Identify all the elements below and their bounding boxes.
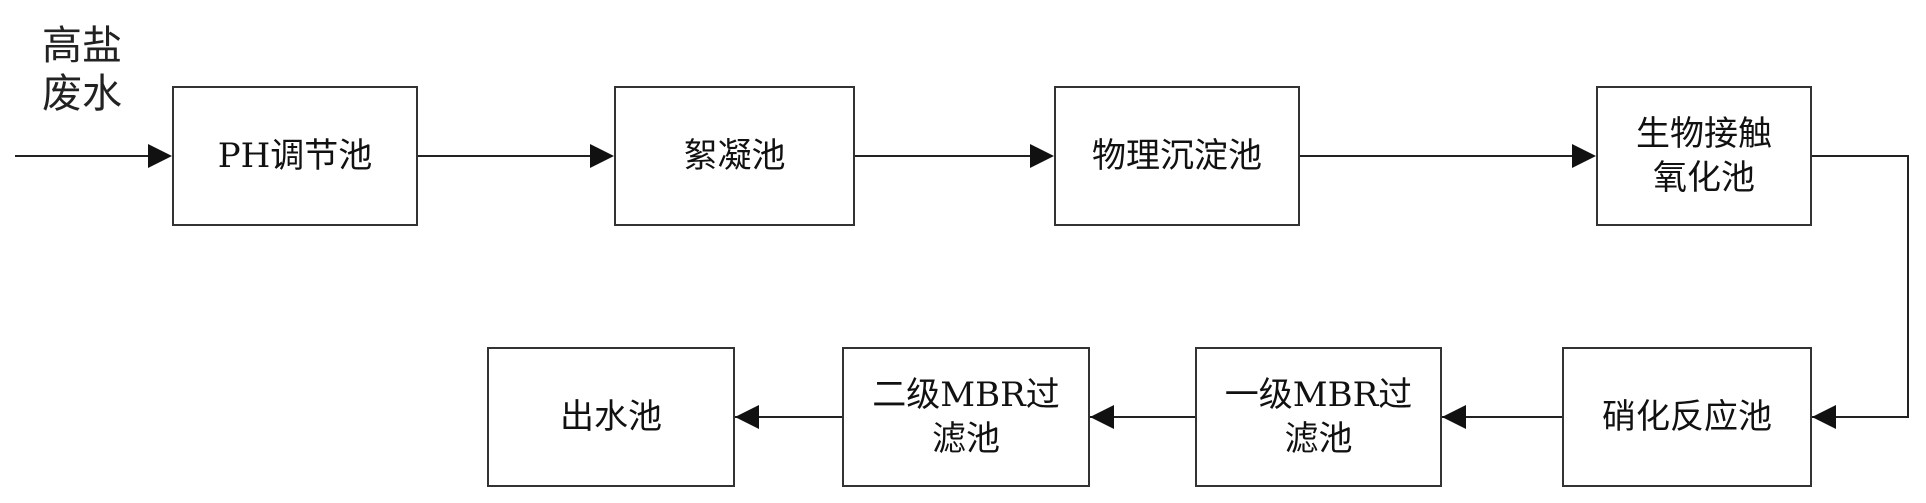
nitrification-tank-label: 硝化反应池: [1602, 397, 1772, 437]
flow-line-4-5: [1812, 155, 1909, 418]
arrowhead-into-nitrification: [1812, 405, 1836, 429]
bio-contact-oxidation-tank: 生物接触 氧化池: [1596, 86, 1812, 226]
arrowhead-into-mbr1: [1442, 405, 1466, 429]
flocculation-tank-label: 絮凝池: [683, 136, 786, 176]
mbr-filter-tank-1-label: 一级MBR过 滤池: [1224, 375, 1413, 459]
sedimentation-tank: 物理沉淀池: [1054, 86, 1300, 226]
outlet-tank-label: 出水池: [560, 397, 662, 437]
arrowhead-into-mbr2: [1090, 405, 1114, 429]
input-label: 高盐 废水: [42, 23, 122, 117]
arrowhead-into-ph: [148, 144, 172, 168]
arrowhead-into-sedimentation: [1030, 144, 1054, 168]
arrowhead-into-outlet: [735, 405, 759, 429]
outlet-tank: 出水池: [487, 347, 735, 487]
arrowhead-into-flocculation: [590, 144, 614, 168]
bio-contact-oxidation-tank-label: 生物接触 氧化池: [1636, 114, 1772, 198]
ph-adjust-tank-label: PH调节池: [217, 136, 373, 176]
mbr-filter-tank-1: 一级MBR过 滤池: [1195, 347, 1442, 487]
ph-adjust-tank: PH调节池: [172, 86, 418, 226]
flocculation-tank: 絮凝池: [614, 86, 855, 226]
sedimentation-tank-label: 物理沉淀池: [1092, 136, 1262, 176]
nitrification-tank: 硝化反应池: [1562, 347, 1812, 487]
arrowhead-into-bio-contact: [1572, 144, 1596, 168]
mbr-filter-tank-2-label: 二级MBR过 滤池: [872, 375, 1060, 459]
mbr-filter-tank-2: 二级MBR过 滤池: [842, 347, 1090, 487]
